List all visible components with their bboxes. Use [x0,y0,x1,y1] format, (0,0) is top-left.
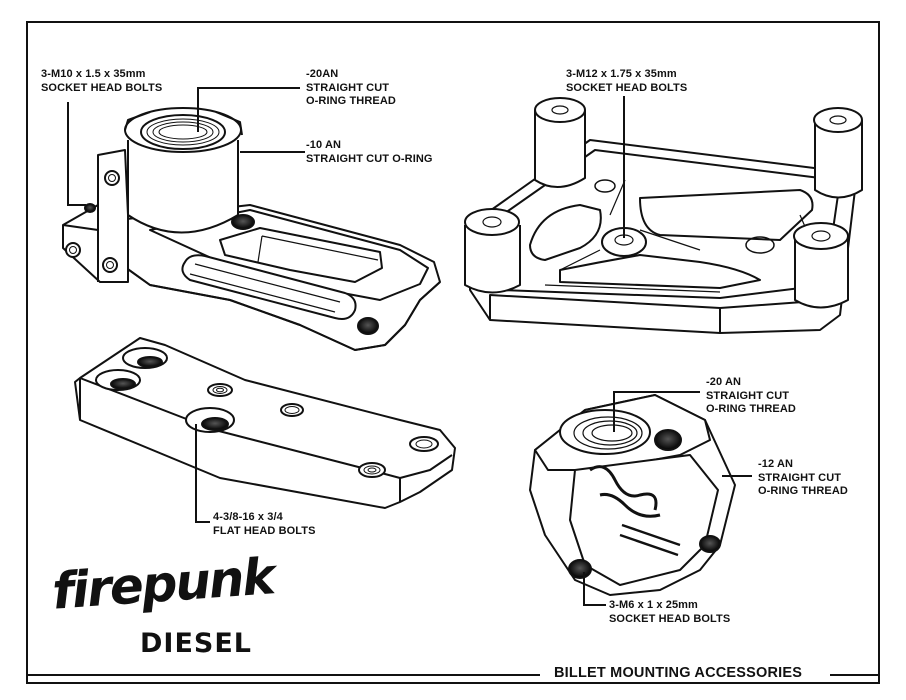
callout-an12-line2: STRAIGHT CUT [758,471,842,484]
callout-an20-top: -20AN STRAIGHT CUT O-RING THREAD [306,68,396,109]
callout-an12-line3: O-RING THREAD [758,485,848,497]
callout-m12-line1: 3-M12 x 1.75 x 35mm [566,68,677,80]
sheet-border [26,21,880,684]
callout-an20-block: -20 AN STRAIGHT CUT O-RING THREAD [706,376,796,417]
callout-m6-line2: SOCKET HEAD BOLTS [609,612,731,625]
part-branded-block [529,394,736,596]
callout-leaders [67,87,752,606]
callout-an12: -12 AN STRAIGHT CUT O-RING THREAD [758,458,848,499]
part-elbow-fitting [62,107,441,351]
part-flat-plate [74,337,456,509]
leader-an20-top [197,87,300,132]
part-bracket-frame [464,97,863,334]
callout-an10: -10 AN STRAIGHT CUT O-RING [306,139,433,166]
callout-an20-top-line1: -20AN [306,68,339,80]
callout-m12-bolts: 3-M12 x 1.75 x 35mm SOCKET HEAD BOLTS [566,68,687,95]
callout-an20-block-line1: -20 AN [706,376,742,388]
callout-flat-head: 4-3/8-16 x 3/4 FLAT HEAD BOLTS [213,511,316,538]
callout-m10-line2: SOCKET HEAD BOLTS [41,81,163,94]
callout-m6-bolts: 3-M6 x 1 x 25mm SOCKET HEAD BOLTS [609,599,730,626]
leader-m10 [67,102,86,206]
callout-flat-head-line1: 4-3/8-16 x 3/4 [213,511,283,523]
callout-an20-block-line3: O-RING THREAD [706,403,796,415]
page-title: BILLET MOUNTING ACCESSORIES [548,665,809,681]
leader-m6 [583,572,606,606]
callout-an10-line2: STRAIGHT CUT O-RING [306,152,433,165]
callout-m12-line2: SOCKET HEAD BOLTS [566,81,688,94]
leader-an20-block [613,391,700,432]
callout-an20-top-line2: STRAIGHT CUT [306,81,390,94]
callout-an20-top-line3: O-RING THREAD [306,95,396,107]
leader-flat-head [195,424,210,523]
callout-m6-line1: 3-M6 x 1 x 25mm [609,599,698,611]
callout-an12-line1: -12 AN [758,458,794,470]
firepunk-logo-diesel: DIESEL [140,628,252,659]
callout-an10-line1: -10 AN [306,139,342,151]
callout-an20-block-line2: STRAIGHT CUT [706,389,790,402]
callout-m10-line1: 3-M10 x 1.5 x 35mm [41,68,146,80]
callout-flat-head-line2: FLAT HEAD BOLTS [213,524,316,537]
callout-m10-bolts: 3-M10 x 1.5 x 35mm SOCKET HEAD BOLTS [41,68,162,95]
